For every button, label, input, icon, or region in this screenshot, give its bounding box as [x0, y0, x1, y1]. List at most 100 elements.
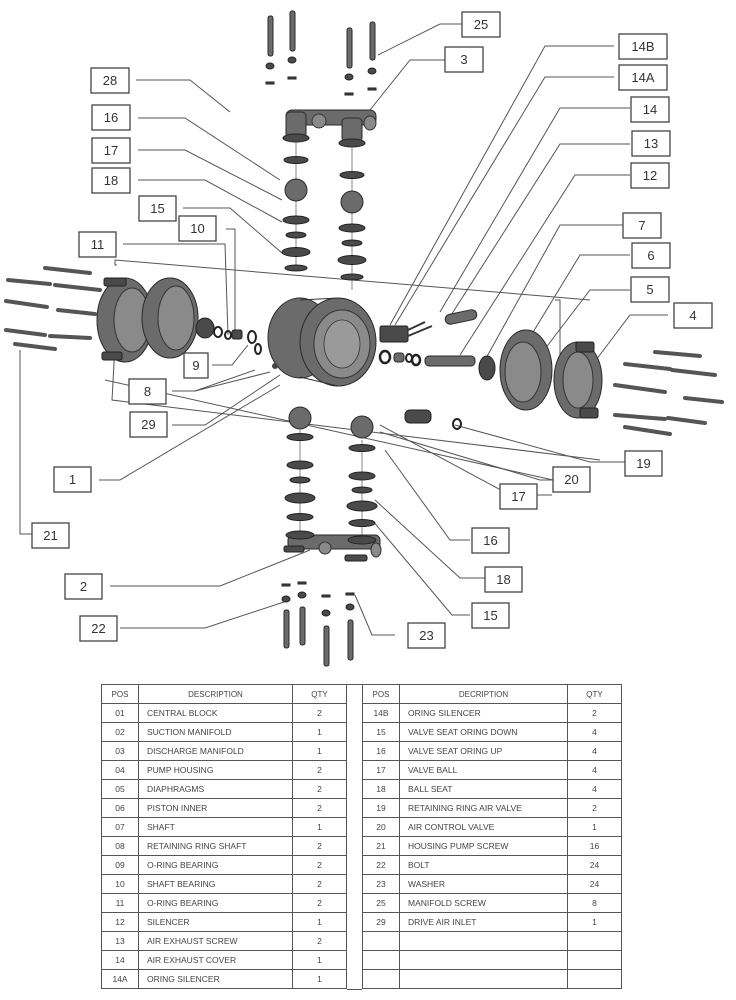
header-description: DECRIPTION	[399, 684, 568, 704]
callout-19: 19	[624, 450, 663, 477]
callout-20: 20	[552, 466, 591, 493]
part-qty: 1	[292, 741, 347, 761]
part-pos: 03	[101, 741, 139, 761]
callout-16-upper: 16	[91, 104, 131, 131]
left-piston-and-rings	[195, 317, 262, 355]
part-qty: 2	[292, 760, 347, 780]
part-qty: 16	[567, 836, 622, 856]
header-qty: QTY	[567, 684, 622, 704]
table-divider	[347, 684, 362, 990]
part-pos: 18	[362, 779, 400, 799]
svg-text:14: 14	[643, 102, 657, 117]
part-qty: 4	[567, 741, 622, 761]
part-description: SILENCER	[138, 912, 293, 932]
right-piston-inner	[478, 355, 496, 381]
part-pos	[362, 969, 400, 989]
part-qty: 2	[292, 874, 347, 894]
part-qty	[567, 969, 622, 989]
part-pos: 17	[362, 760, 400, 780]
part-qty: 2	[292, 931, 347, 951]
part-qty	[567, 931, 622, 951]
svg-text:10: 10	[190, 221, 204, 236]
callout-7: 7	[622, 212, 662, 239]
part-qty: 8	[567, 893, 622, 913]
part-pos: 14	[101, 950, 139, 970]
svg-text:21: 21	[43, 528, 57, 543]
central-block	[267, 297, 377, 387]
part-description: RETAINING RING SHAFT	[138, 836, 293, 856]
part-pos: 01	[101, 703, 139, 723]
callout-29: 29	[129, 411, 168, 438]
part-description: SHAFT	[138, 817, 293, 837]
part-pos: 05	[101, 779, 139, 799]
callout-22: 22	[79, 615, 118, 642]
part-description: VALVE SEAT ORING UP	[399, 741, 568, 761]
part-description: HOUSING PUMP SCREW	[399, 836, 568, 856]
part-pos: 21	[362, 836, 400, 856]
part-qty: 1	[292, 817, 347, 837]
callout-28: 28	[90, 67, 130, 94]
svg-text:23: 23	[419, 628, 433, 643]
svg-text:5: 5	[646, 282, 653, 297]
part-pos: 14A	[101, 969, 139, 989]
callout-15-lower: 15	[471, 602, 510, 629]
part-pos: 23	[362, 874, 400, 894]
callout-8: 8	[128, 378, 167, 405]
part-qty: 1	[292, 969, 347, 989]
part-description: VALVE SEAT ORING DOWN	[399, 722, 568, 742]
svg-text:15: 15	[483, 608, 497, 623]
part-description: RETAINING RING AIR VALVE	[399, 798, 568, 818]
svg-text:6: 6	[647, 248, 654, 263]
suction-manifold	[283, 530, 382, 562]
part-pos: 11	[101, 893, 139, 913]
callout-4: 4	[673, 302, 713, 329]
part-qty: 2	[292, 798, 347, 818]
part-description: VALVE BALL	[399, 760, 568, 780]
part-pos: 09	[101, 855, 139, 875]
callout-23: 23	[407, 622, 446, 649]
svg-text:20: 20	[564, 472, 578, 487]
lower-right-valve-stack	[346, 415, 378, 545]
part-description: SHAFT BEARING	[138, 874, 293, 894]
callout-3: 3	[444, 46, 484, 73]
part-pos: 12	[101, 912, 139, 932]
part-pos: 22	[362, 855, 400, 875]
svg-text:17: 17	[104, 143, 118, 158]
part-description: PISTON INNER	[138, 798, 293, 818]
air-control-valve	[404, 409, 462, 430]
lower-left-valve-stack	[284, 406, 316, 535]
svg-text:19: 19	[636, 456, 650, 471]
part-qty: 4	[567, 760, 622, 780]
right-housing-screws	[613, 350, 724, 436]
part-description: SUCTION MANIFOLD	[138, 722, 293, 742]
part-qty: 2	[292, 703, 347, 723]
svg-text:25: 25	[474, 17, 488, 32]
manifold-screws-top	[265, 10, 377, 96]
part-description: CENTRAL BLOCK	[138, 703, 293, 723]
svg-text:15: 15	[150, 201, 164, 216]
callout-25: 25	[461, 11, 501, 38]
part-pos: 20	[362, 817, 400, 837]
callout-12: 12	[630, 162, 670, 189]
callout-5: 5	[630, 276, 670, 303]
callout-15-upper: 15	[138, 195, 177, 222]
table-row	[362, 931, 622, 951]
part-description: ORING SILENCER	[399, 703, 568, 723]
part-description: WASHER	[399, 874, 568, 894]
callout-11: 11	[78, 231, 117, 258]
callout-1: 1	[53, 466, 92, 493]
discharge-manifold	[282, 109, 377, 148]
